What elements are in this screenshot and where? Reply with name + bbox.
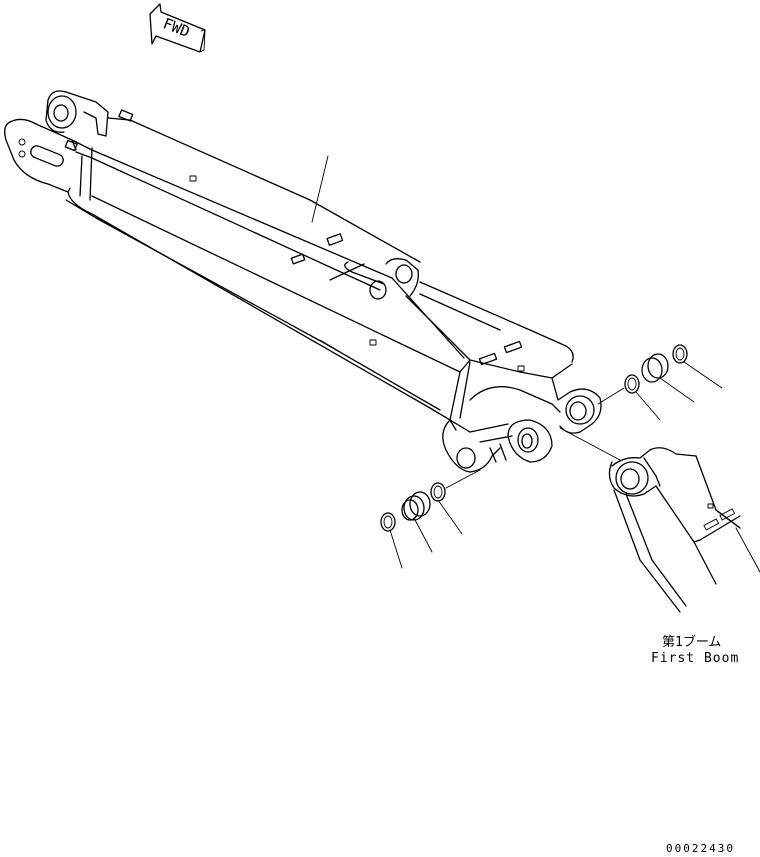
bushing-set-right xyxy=(597,344,723,421)
first-boom xyxy=(608,447,760,613)
fwd-label: FWD xyxy=(161,14,193,41)
fwd-arrow-icon: FWD xyxy=(149,3,206,53)
callout-label-ja: 第1ブーム xyxy=(662,634,721,650)
callout-label-en: First Boom xyxy=(651,651,739,666)
arm-assembly xyxy=(4,90,621,473)
bushing-set-left xyxy=(380,469,481,569)
drawing-number: 00022430 xyxy=(666,842,735,855)
